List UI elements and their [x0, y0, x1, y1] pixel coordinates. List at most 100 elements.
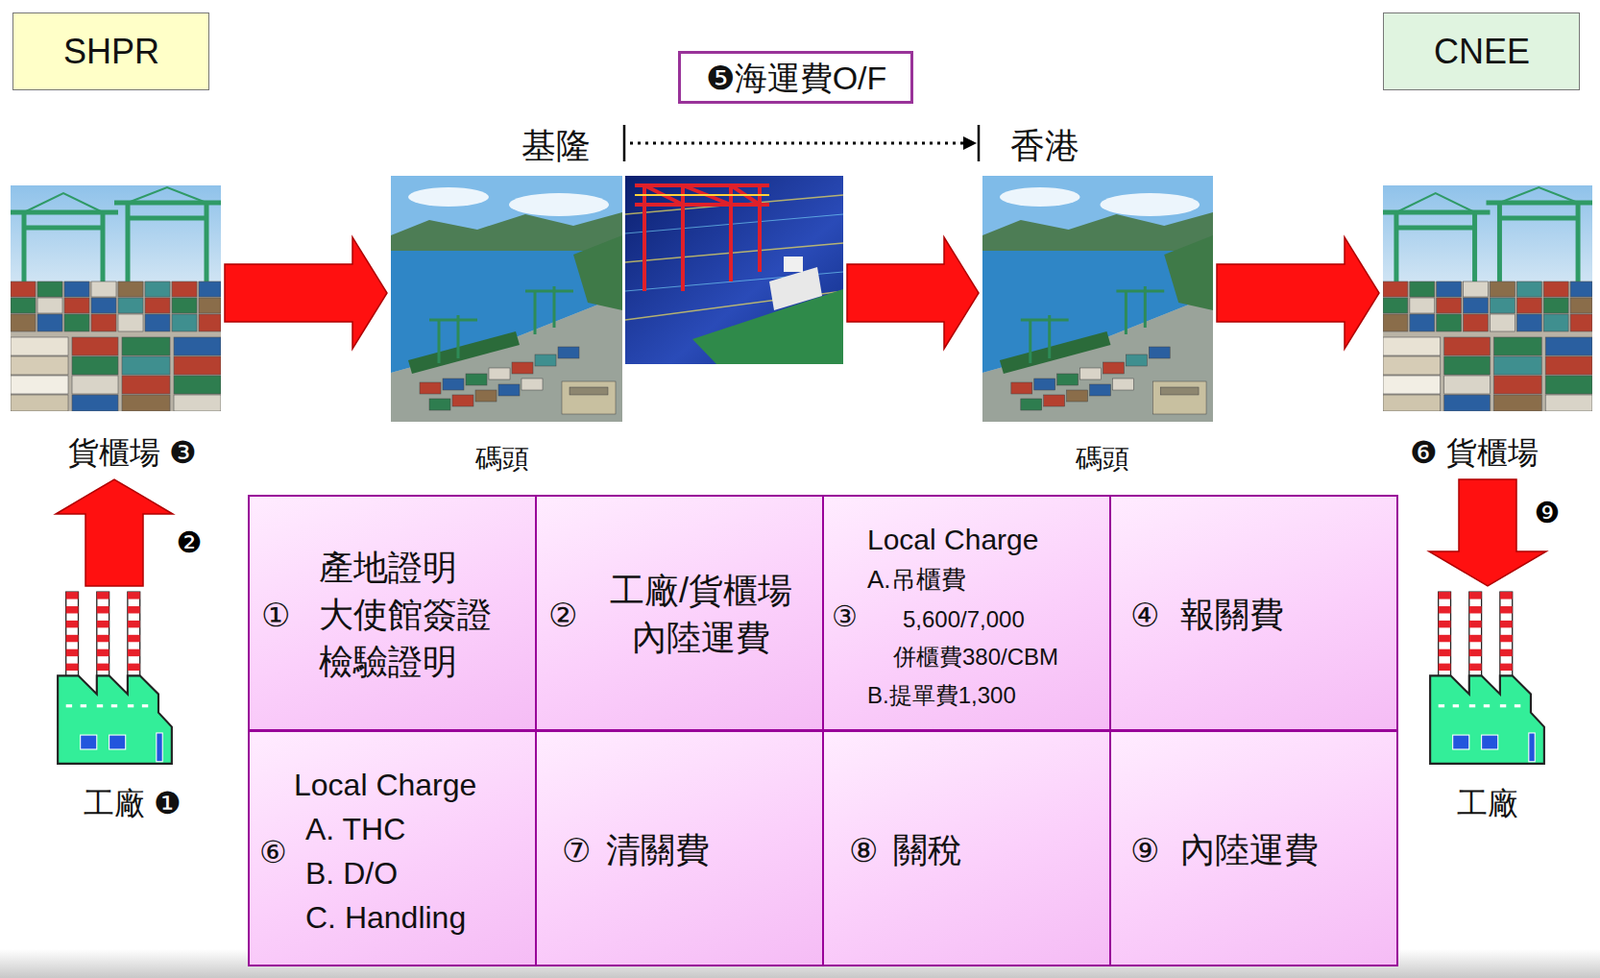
label-text: CNEE	[1433, 30, 1530, 73]
flow-arrow	[1216, 237, 1380, 349]
text-slot: ❾	[1532, 495, 1563, 528]
text-slot: ❷	[174, 525, 205, 558]
label-text: 貨櫃場 ❸	[68, 434, 197, 471]
text-slot: 碼頭	[1075, 442, 1130, 476]
label-text: 報關費	[1180, 593, 1285, 635]
text-slot: 碼頭	[475, 442, 530, 476]
port-photo	[390, 175, 623, 422]
text-slot: 香港	[1010, 124, 1080, 167]
factory-icon	[1430, 591, 1545, 764]
label-text: Local Charge	[293, 766, 477, 803]
charge-cell: ① 產地證明大使館簽證檢驗證明	[247, 494, 537, 731]
text-slot: SHPR	[63, 30, 160, 73]
sea-route-arrow	[624, 124, 979, 162]
label-text: 5,600/7,000	[902, 606, 1025, 634]
charge-cell: ③ Local ChargeA.吊櫃費 5,600/7,000 併櫃費380/CBM B…	[822, 494, 1112, 731]
text-slot: 工廠	[1456, 784, 1519, 822]
text-slot: 工廠/貨櫃場 內陸運費	[587, 567, 815, 661]
charge-cell: ②工廠/貨櫃場 內陸運費	[534, 494, 825, 731]
text-slot: Local Charge	[293, 766, 477, 803]
label-text: 清關費	[606, 828, 710, 871]
label-text: B. D/O	[305, 854, 398, 892]
charge-cell: ⑧ 關稅	[822, 729, 1112, 967]
label-text: 檢驗證明	[318, 640, 458, 682]
label-text: ❻ 貨櫃場	[1409, 434, 1539, 471]
sea-route-arrow	[963, 136, 977, 150]
text-slot: B.提單費1,300	[867, 681, 1017, 710]
callout-number: ②	[548, 595, 578, 635]
text-slot: Local Charge	[867, 522, 1039, 558]
label-text: 工廠/貨櫃場 內陸運費	[587, 567, 815, 661]
factory-node: 工廠	[1411, 589, 1566, 826]
party-box: SHPR	[12, 12, 210, 91]
text-slot: 大使館簽證	[318, 593, 492, 635]
callout-number: ⑧	[848, 830, 878, 871]
text-slot: B. D/O	[305, 854, 398, 892]
text-slot: ❻ 貨櫃場	[1409, 434, 1539, 471]
port-name: 基隆	[521, 124, 591, 167]
charge-cell: ⑥Local Charge A. THC B. D/O C. Handling	[247, 729, 537, 967]
flow-arrow	[1429, 479, 1547, 586]
text-slot: ⑦	[561, 830, 591, 871]
label-text: 產地證明	[318, 546, 458, 588]
flow-arrow	[55, 479, 173, 586]
freight-box: ❺海運費O/F	[678, 50, 914, 104]
charge-cell: ⑦ 清關費	[534, 729, 825, 967]
sea-route-arrow	[630, 142, 965, 146]
yard-photo	[1382, 185, 1593, 412]
label-text: A. THC	[305, 810, 406, 848]
text-slot: 清關費	[606, 828, 710, 871]
text-slot: A. THC	[305, 810, 406, 848]
callout-number: ③	[831, 599, 858, 634]
callout-number: ❾	[1532, 495, 1563, 528]
text-slot: ❺海運費O/F	[705, 58, 888, 98]
text-slot: ②	[548, 595, 578, 635]
text-slot: 產地證明	[318, 546, 458, 588]
label-text: B.提單費1,300	[867, 681, 1017, 710]
label-text: 碼頭	[475, 442, 530, 476]
text-slot: 關稅	[893, 828, 963, 871]
text-slot: 工廠 ❶	[83, 784, 182, 822]
port-name: 香港	[1010, 124, 1080, 167]
party-box: CNEE	[1382, 12, 1580, 91]
text-slot: ④	[1130, 595, 1160, 635]
text-slot: A.吊櫃費	[867, 564, 967, 595]
text-slot: CNEE	[1433, 30, 1530, 73]
label-text: 關稅	[893, 828, 963, 871]
text-slot: 貨櫃場 ❸	[68, 434, 197, 471]
label-text: SHPR	[63, 30, 160, 73]
flow-arrow	[224, 237, 388, 349]
flow-arrow	[847, 237, 979, 349]
ship-photo	[625, 175, 844, 364]
label-text: 工廠 ❶	[83, 784, 182, 822]
text-slot: 檢驗證明	[318, 640, 458, 682]
factory-icon	[57, 591, 172, 764]
callout-number: ①	[261, 595, 291, 635]
text-slot: ①	[261, 595, 291, 635]
callout-number: ⑦	[561, 830, 591, 871]
label-text: 併櫃費380/CBM	[893, 643, 1059, 672]
label-text: 內陸運費	[1180, 828, 1319, 871]
charge-cell: ⑨ 內陸運費	[1109, 729, 1399, 967]
label-text: ❺海運費O/F	[705, 58, 888, 98]
yard-node: 貨櫃場 ❸	[10, 185, 221, 476]
text-slot: C. Handling	[305, 898, 466, 936]
text-slot: 內陸運費	[1180, 828, 1319, 871]
label-text: Local Charge	[867, 522, 1039, 558]
label-text: 大使館簽證	[318, 593, 492, 635]
text-slot: ⑧	[848, 830, 878, 871]
callout-number: ⑥	[259, 833, 288, 871]
port-node: 香港碼頭	[982, 122, 1213, 476]
port-photo	[982, 175, 1213, 422]
label-text: C. Handling	[305, 898, 466, 936]
text-slot: 報關費	[1180, 593, 1285, 635]
text-slot: ⑥	[259, 833, 288, 871]
text-slot: 併櫃費380/CBM	[893, 643, 1059, 672]
label-text: 工廠	[1456, 784, 1519, 822]
callout-number: ❷	[174, 525, 205, 558]
label-text: 碼頭	[1075, 442, 1130, 476]
factory-node: 工廠 ❶	[43, 589, 197, 826]
callout-number: ④	[1130, 595, 1160, 635]
text-slot: ⑨	[1130, 830, 1160, 871]
charge-cell: ④ 報關費	[1109, 494, 1399, 731]
